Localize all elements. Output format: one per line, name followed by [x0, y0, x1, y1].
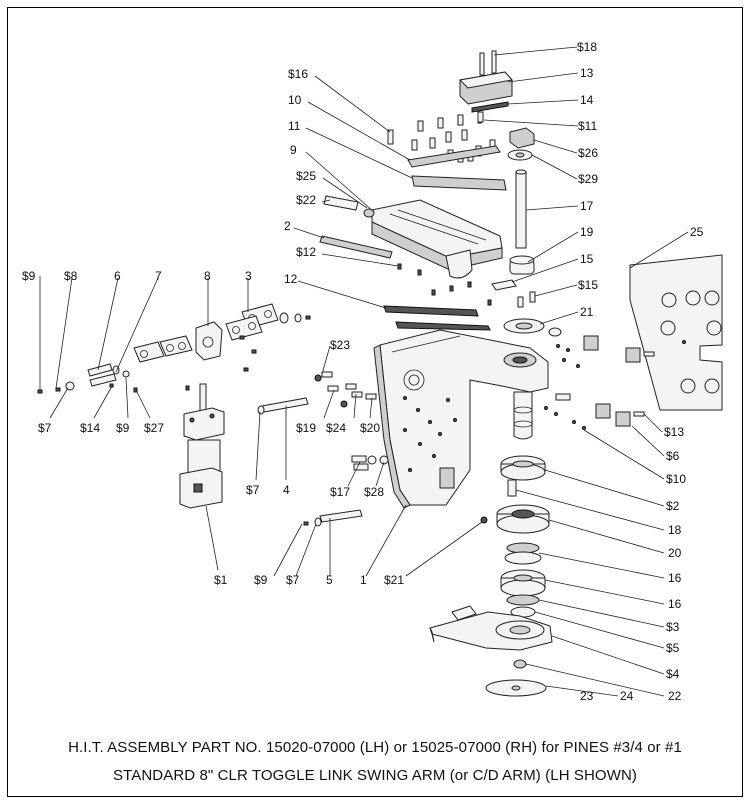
plate-25 [629, 254, 723, 411]
callout-s7-bottom: $7 [286, 573, 300, 587]
screws-12 [397, 263, 492, 306]
callout-3: 3 [245, 269, 252, 283]
brackets-right [544, 335, 655, 430]
strip-12 [383, 305, 479, 317]
bar-2 [319, 235, 393, 259]
callout-s25: $25 [296, 169, 316, 183]
callout-s4: $4 [666, 667, 680, 681]
callout-s22: $22 [296, 193, 316, 207]
callout-2: 2 [284, 219, 291, 233]
callout-s10: $10 [666, 472, 686, 486]
callout-21: 21 [580, 305, 594, 319]
callout-s2: $2 [666, 499, 680, 513]
callout-22: 22 [668, 689, 682, 703]
callout-s12: $12 [296, 245, 316, 259]
nut-22 [513, 659, 527, 669]
callout-s16: $16 [288, 67, 308, 81]
slide-9 [371, 199, 503, 279]
callout-13: 13 [580, 66, 594, 80]
callout-6: 6 [114, 269, 121, 283]
callout-s20: $20 [360, 421, 380, 435]
callout-18: 18 [668, 523, 682, 537]
callout-s18: $18 [577, 40, 597, 54]
main-body-1 [373, 329, 549, 509]
callout-16-a: 16 [668, 571, 682, 585]
callout-17: 17 [580, 199, 594, 213]
callout-12: 12 [284, 272, 298, 286]
callout-10: 10 [288, 93, 302, 107]
callout-4: 4 [283, 483, 290, 497]
callout-s15: $15 [578, 278, 598, 292]
gib-10 [407, 145, 501, 168]
callout-s8: $8 [64, 269, 78, 283]
bushing-25 [363, 208, 375, 218]
callout-24: 24 [620, 689, 634, 703]
callout-14: 14 [580, 93, 594, 107]
callout-s9-bottom: $9 [254, 573, 268, 587]
caption-line-2: STANDARD 8" CLR TOGGLE LINK SWING ARM (o… [113, 767, 637, 784]
callout-s7-left: $7 [38, 421, 52, 435]
drawing-frame [7, 7, 743, 797]
callout-19: 19 [580, 225, 594, 239]
callout-16-b: 16 [668, 597, 682, 611]
callout-s14: $14 [80, 421, 100, 435]
callout-s7-mid: $7 [246, 483, 260, 497]
callout-23: 23 [580, 689, 594, 703]
bearing-stack [496, 455, 550, 618]
callout-20: 20 [668, 546, 682, 560]
callout-s28: $28 [364, 485, 384, 499]
pin-5 [319, 509, 363, 523]
callout-s3: $3 [666, 620, 680, 634]
callout-s19: $19 [296, 421, 316, 435]
callout-s9-left: $9 [22, 269, 36, 283]
callout-25: 25 [690, 225, 704, 239]
grease-21 [480, 516, 488, 524]
callout-7: 7 [155, 269, 162, 283]
swing-arm-24 [429, 605, 553, 651]
callout-5-left: 5 [326, 573, 333, 587]
callout-9: 9 [290, 143, 297, 157]
post-17 [515, 171, 527, 249]
callout-s1: $1 [214, 573, 228, 587]
callout-s29: $29 [578, 172, 598, 186]
callout-s6: $6 [666, 449, 680, 463]
callout-11: 11 [288, 119, 301, 133]
callout-s17: $17 [330, 485, 350, 499]
caption-line-1: H.I.T. ASSEMBLY PART NO. 15020-07000 (LH… [68, 739, 682, 756]
block-15 [491, 279, 517, 291]
callout-8: 8 [204, 269, 211, 283]
top-clamp-group [458, 50, 513, 124]
callout-s5: $5 [666, 641, 680, 655]
left-links [37, 303, 311, 394]
callout-s21: $21 [384, 573, 404, 587]
callout-s11: $11 [578, 119, 597, 133]
shaft [513, 391, 533, 440]
cylinder-1 [179, 383, 225, 509]
nut-26 [509, 127, 535, 149]
gib-11 [411, 175, 507, 191]
callout-s24: $24 [326, 421, 346, 435]
mid-fasteners [314, 371, 377, 408]
callout-s13: $13 [664, 425, 684, 439]
bolts-17-28 [351, 455, 389, 471]
leader-lines [39, 46, 689, 697]
callout-s9-mid: $9 [116, 421, 130, 435]
callout-s27: $27 [144, 421, 164, 435]
callout-s26: $26 [578, 146, 598, 160]
callout-labels: $18 13 14 $11 $26 $29 17 19 15 $15 21 25… [22, 40, 704, 703]
pin-4 [261, 397, 309, 413]
callout-s23: $23 [330, 338, 350, 352]
exploded-assembly-diagram: $18 13 14 $11 $26 $29 17 19 15 $15 21 25… [22, 40, 723, 703]
callout-1: 1 [360, 573, 367, 587]
callout-15: 15 [580, 252, 594, 266]
